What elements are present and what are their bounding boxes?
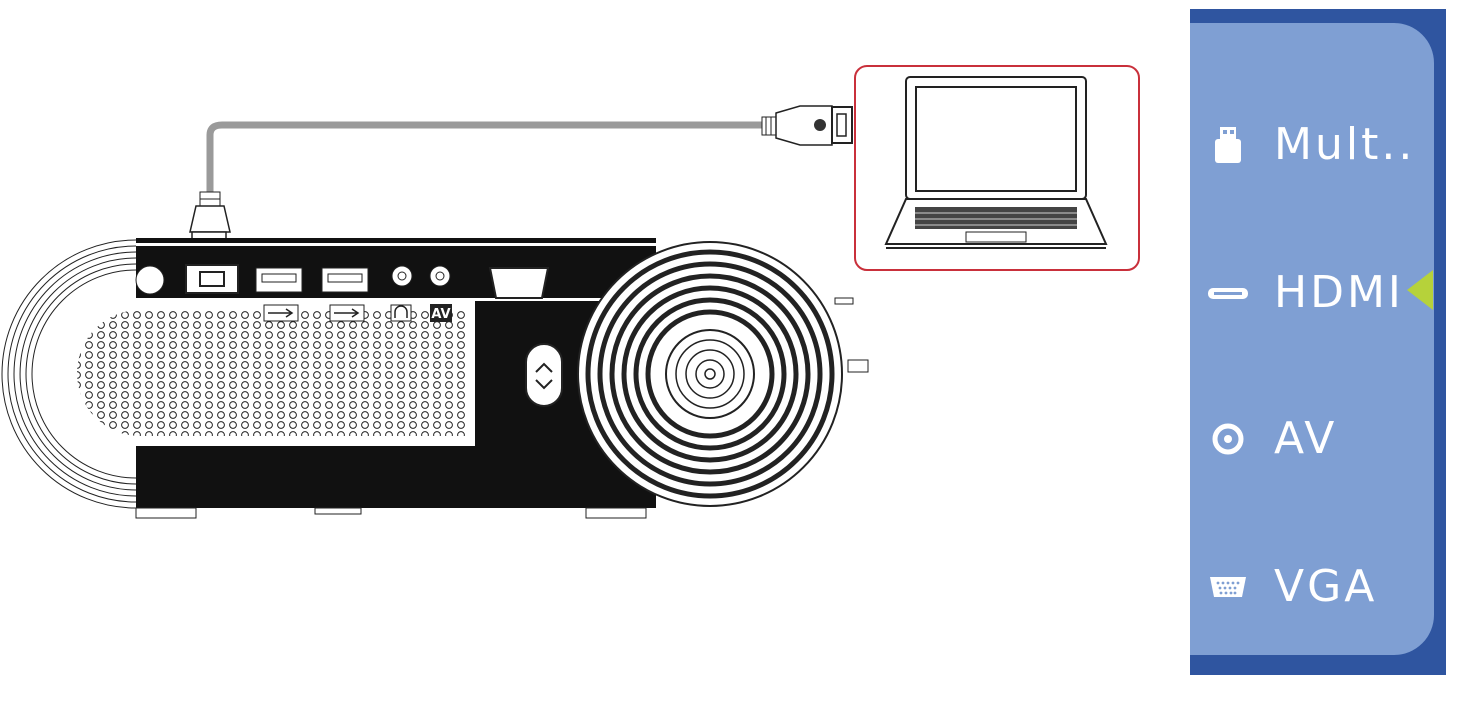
source-select-menu: Mult.. HDMI AV — [1190, 9, 1446, 675]
menu-item-vga[interactable]: VGA — [1206, 559, 1434, 615]
hdmi-port — [185, 264, 239, 294]
source-menu-panel: Mult.. HDMI AV — [1190, 23, 1434, 655]
vga-port — [488, 267, 550, 299]
menu-item-label: VGA — [1274, 561, 1378, 612]
projector-illustration: AV — [1, 238, 869, 519]
connection-diagram: AV — [1, 65, 1140, 519]
av-port-label: AV — [431, 307, 450, 322]
focus-knob — [525, 343, 563, 407]
usb-port-2 — [321, 267, 369, 293]
hdmi-cable — [189, 105, 853, 249]
menu-item-multimedia[interactable]: Mult.. — [1206, 117, 1434, 173]
menu-item-label: HDMI — [1274, 267, 1404, 318]
av-label-badge — [430, 304, 452, 322]
usb-port-1 — [255, 267, 303, 293]
usb-drive-icon — [1206, 123, 1250, 167]
headphone-icon — [390, 304, 412, 322]
hdmi-port-icon — [1206, 271, 1250, 315]
selected-item-indicator — [1407, 270, 1433, 310]
menu-item-label: Mult.. — [1274, 119, 1416, 170]
vga-port-icon — [1206, 565, 1250, 609]
av-jack-icon — [1206, 417, 1250, 461]
menu-item-label: AV — [1274, 413, 1338, 464]
laptop-illustration — [884, 76, 1108, 249]
menu-item-hdmi[interactable]: HDMI — [1206, 265, 1434, 321]
menu-item-av[interactable]: AV — [1206, 411, 1434, 467]
